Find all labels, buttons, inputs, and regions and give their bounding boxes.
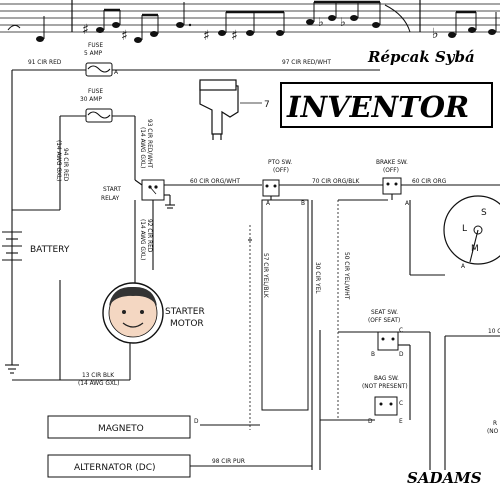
inventor-box [280, 82, 493, 128]
inventor-title: INVENTOR [286, 90, 469, 124]
fuse-30amp-label: FUSE [88, 87, 103, 95]
right-r-label: R [493, 419, 497, 427]
battery-icon [2, 231, 22, 261]
signature-bottom: SADAMS [407, 469, 482, 487]
fuse-5amp-rating: 5 AMP [84, 49, 103, 57]
signature-top: Répcak Sybá [367, 48, 475, 66]
fuse-5amp-label: FUSE [88, 41, 103, 49]
seat-switch-icon [377, 331, 399, 351]
wire-60-label: 60 CIR ORG [412, 177, 447, 185]
key-term-s: S [481, 208, 487, 218]
term-c-bag: C [399, 399, 403, 407]
svg-text:♭: ♭ [340, 15, 346, 29]
term-d-seat: D [399, 350, 404, 358]
magneto-label: MAGNETO [98, 424, 144, 434]
key-switch-icon [443, 195, 500, 265]
top-circuit [11, 62, 380, 365]
wire-94-gauge: (14 AWG GXL) [55, 140, 63, 181]
starter-motor-icon [102, 280, 164, 380]
wire-93-gauge: (14 AWG GXL) [139, 127, 147, 168]
wire-91-label: 91 CIR RED [28, 58, 62, 66]
wire-94-label: 94 CIR RED [62, 148, 70, 182]
battery-label: BATTERY [30, 245, 70, 255]
pto-module [261, 199, 309, 411]
wire-70-label: 70 CIR ORG/BLK [312, 177, 359, 185]
term-d-bag: D [368, 417, 373, 425]
pto-switch-label: PTO SW. [268, 158, 292, 166]
key-term-l: L [462, 224, 467, 234]
term-b-pto: B [301, 199, 305, 207]
term-e-bag: E [399, 417, 403, 425]
fuse-30amp-rating: 30 AMP [80, 95, 102, 103]
bag-switch-state: (NOT PRESENT) [362, 382, 408, 390]
fuse-picture-icon [199, 79, 262, 140]
callout-number: 7 [264, 100, 270, 110]
wire-92-gauge: (14 AWG GXL) [139, 219, 147, 260]
brake-switch-state: (OFF) [383, 166, 399, 174]
bag-switch-label: BAG SW. [374, 374, 399, 382]
wire-50-label: 50 CIR YEL/WHT [343, 252, 351, 300]
wire-30-label: 30 CIR YEL [314, 262, 322, 294]
svg-text:♯: ♯ [231, 28, 238, 44]
brake-switch-icon [382, 177, 402, 195]
pto-switch-icon [262, 179, 280, 200]
start-relay-label-2: RELAY [101, 194, 120, 202]
bag-switch-icon [374, 396, 398, 416]
wire-13-gauge: (14 AWG GXL) [78, 379, 119, 387]
ground-left-icon [5, 364, 19, 374]
brake-switch-label: BRAKE SW. [376, 158, 408, 166]
starter-label-1: STARTER [165, 307, 205, 317]
starter-label-2: MOTOR [170, 319, 204, 329]
pto-switch-state: (OFF) [273, 166, 289, 174]
svg-text:♭: ♭ [318, 15, 324, 29]
alternator-label: ALTERNATOR (DC) [74, 463, 156, 473]
svg-text:♯: ♯ [203, 28, 210, 44]
seat-switch-state: (OFF SEAT) [368, 316, 400, 324]
svg-text:♯: ♯ [121, 28, 128, 44]
music-staff: ♯ ♯ ♯ ♯ ♭ ♭ ♭ [0, 0, 500, 44]
svg-text:♯: ♯ [82, 22, 89, 38]
term-c-seat: C [399, 326, 403, 334]
term-a-pto: A [266, 199, 270, 207]
term-b-seat: B [371, 350, 375, 358]
seat-switch-label: SEAT SW. [371, 308, 398, 316]
term-a-label: A [114, 68, 118, 76]
start-relay-label-1: START [103, 185, 121, 193]
wire-97-label: 97 CIR RED/WHT [282, 58, 331, 66]
wire-13-label: 13 CIR BLK [82, 371, 114, 379]
wire-10-label: 10 C [488, 327, 500, 335]
wire-98-label: 98 CIR PUR [212, 457, 245, 465]
wire-93-label: 93 CIR RED/WHT [146, 119, 154, 168]
key-term-a: A [461, 262, 465, 270]
start-relay-icon [134, 179, 262, 280]
term-d-magneto: D [194, 417, 199, 425]
wire-92-label: 92 CIR RED [146, 219, 154, 253]
wire-57-label: 57 CIR YEL/BLK [262, 253, 270, 298]
magneto-box [47, 415, 191, 439]
wire-60wht-label: 60 CIR ORG/WHT [190, 177, 240, 185]
term-a-brake: A [405, 199, 409, 207]
svg-text:♭: ♭ [432, 26, 439, 42]
key-term-m: M [471, 244, 479, 254]
right-no-label: (NO [487, 427, 499, 435]
